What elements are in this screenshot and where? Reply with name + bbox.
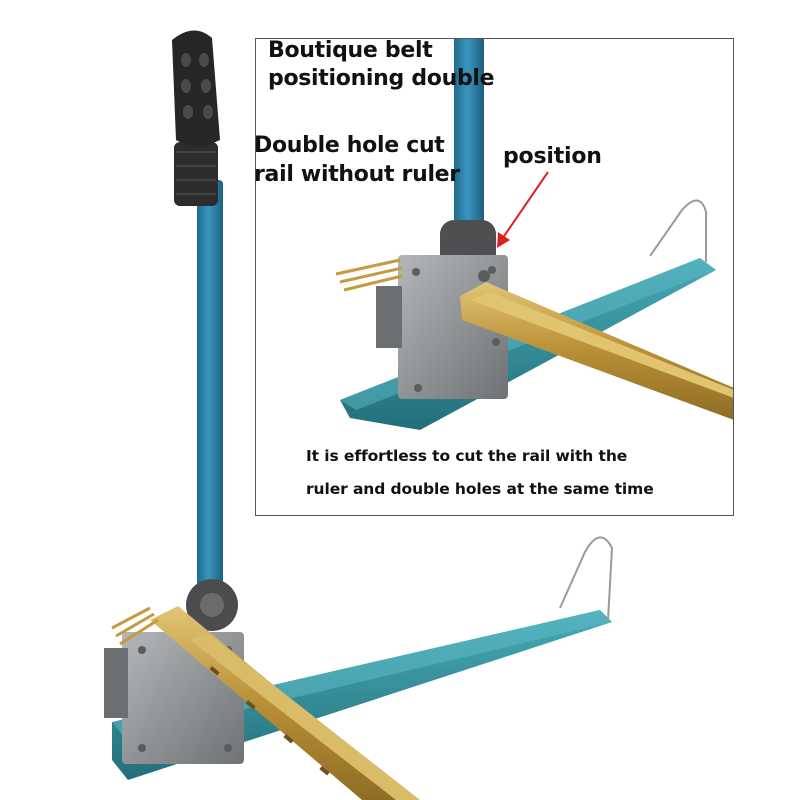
position-arrow — [497, 171, 549, 248]
subtitle-line-1: Double hole cut — [254, 133, 445, 158]
inset-handle-shaft — [454, 38, 484, 256]
caption-line-1: It is effortless to cut the rail with th… — [306, 447, 628, 465]
main-handle-collar — [174, 142, 218, 206]
main-handle-shaft — [197, 180, 223, 600]
position-label: position — [503, 144, 602, 169]
title-line-1: Boutique belt — [268, 38, 433, 63]
inset-wire-holder — [649, 199, 707, 262]
subtitle-line-2: rail without ruler — [254, 162, 460, 187]
title-line-2: positioning double — [268, 66, 495, 91]
main-wire-holder — [559, 536, 614, 621]
main-tool — [104, 30, 614, 800]
inset-tool — [335, 38, 734, 430]
caption-line-2: ruler and double holes at the same time — [306, 480, 654, 498]
inset-frame — [255, 38, 734, 516]
main-handle-grip — [172, 30, 220, 146]
